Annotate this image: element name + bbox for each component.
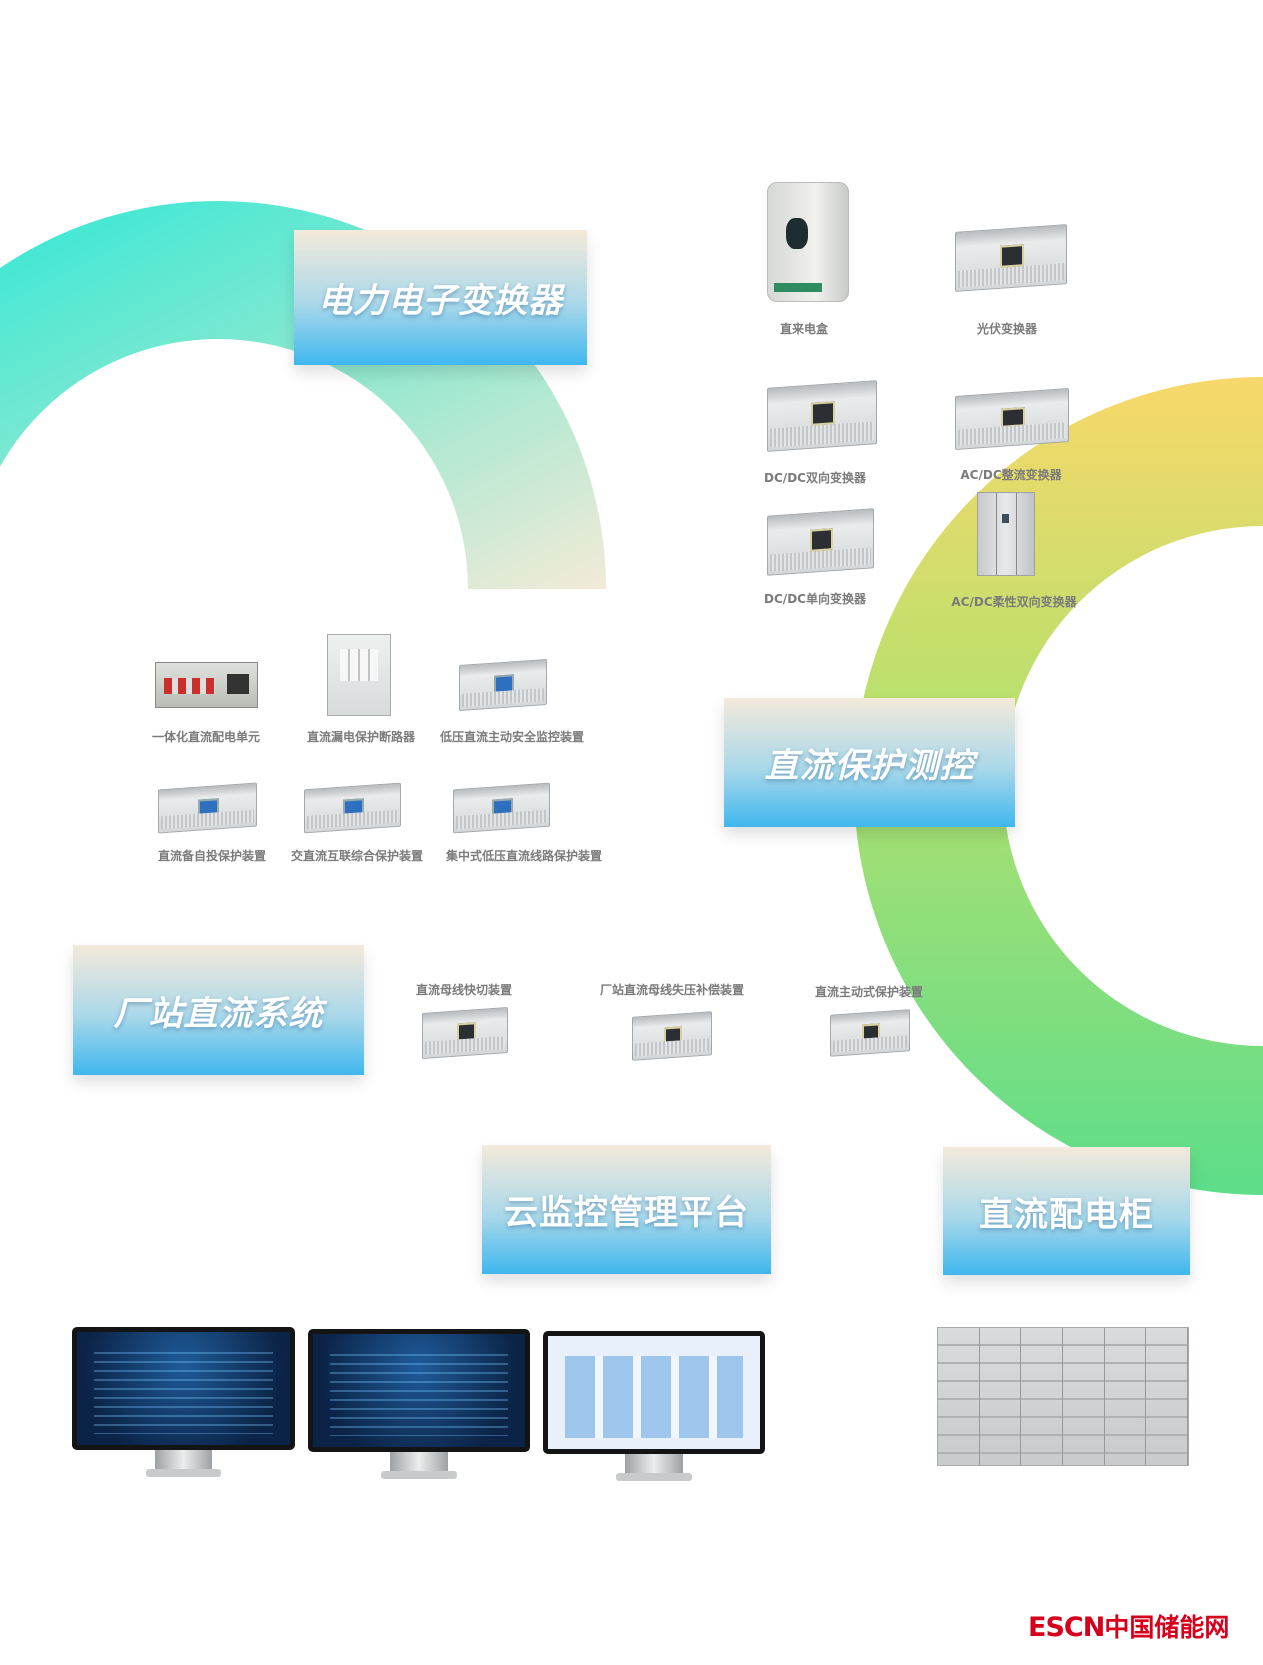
dcdc-bidirectional-image: [767, 380, 877, 452]
yellow-green-arc: [854, 377, 1263, 1195]
section-title-protection: 直流保护测控: [724, 698, 1015, 827]
bus-fast-switch-image: [422, 1006, 508, 1060]
escn-logo: ESCN中国储能网: [1028, 1608, 1229, 1644]
dc-leakage-breaker-image: [327, 634, 391, 716]
product-label: AC/DC整流变换器: [960, 468, 1062, 482]
section-title-text: 云监控管理平台: [504, 1193, 749, 1233]
monitor-dashboard-3: [543, 1331, 765, 1483]
section-title-text: 厂站直流系统: [113, 993, 324, 1034]
auto-transfer-protection-image: [158, 782, 257, 834]
section-title-cabinet: 直流配电柜: [943, 1147, 1190, 1275]
section-title-text: 电力电子变换器: [318, 281, 563, 321]
logo-latin: ESCN: [1028, 1612, 1105, 1643]
product-label: DC/DC双向变换器: [764, 471, 866, 485]
product-label: 光伏变换器: [976, 322, 1038, 336]
active-protection-image: [830, 1009, 910, 1057]
section-title-cloud: 云监控管理平台: [482, 1145, 771, 1274]
section-title-text: 直流配电柜: [979, 1194, 1154, 1235]
product-label: 低压直流主动安全监控装置: [439, 730, 585, 744]
section-title-text: 直流保护测控: [764, 746, 975, 786]
dcdc-unidirectional-image: [767, 508, 874, 576]
product-label: 直流备自投保护装置: [157, 849, 267, 863]
acdc-flexible-image: [977, 492, 1035, 576]
bus-voltage-compensation-image: [632, 1011, 712, 1061]
dc-box-image: [767, 182, 849, 302]
ac-dc-interconnect-protection-image: [304, 782, 401, 834]
centralized-line-protection-image: [453, 782, 550, 834]
dc-distribution-cabinet-image: [937, 1327, 1189, 1466]
section-title-station: 厂站直流系统: [73, 945, 364, 1075]
monitor-dashboard-1: [72, 1327, 295, 1479]
product-label: 厂站直流母线失压补偿装置: [599, 983, 745, 997]
product-label: 直流漏电保护断路器: [306, 730, 416, 744]
product-label: AC/DC柔性双向变换器: [951, 595, 1077, 609]
dc-distribution-unit-image: [155, 662, 258, 708]
product-label: 直流主动式保护装置: [814, 985, 924, 999]
section-title-converters: 电力电子变换器: [294, 230, 587, 365]
product-label: 交直流互联综合保护装置: [290, 849, 424, 863]
safety-monitor-image: [459, 658, 547, 712]
product-label: DC/DC单向变换器: [764, 592, 866, 606]
product-label: 集中式低压直流线路保护装置: [445, 849, 603, 863]
acdc-rectifier-image: [955, 388, 1069, 450]
product-label: 直来电盒: [779, 322, 829, 336]
monitor-dashboard-2: [308, 1329, 530, 1481]
product-label: 直流母线快切装置: [415, 983, 513, 997]
pv-converter-image: [955, 224, 1067, 292]
product-label: 一体化直流配电单元: [151, 730, 261, 744]
logo-chinese: 中国储能网: [1104, 1613, 1230, 1642]
